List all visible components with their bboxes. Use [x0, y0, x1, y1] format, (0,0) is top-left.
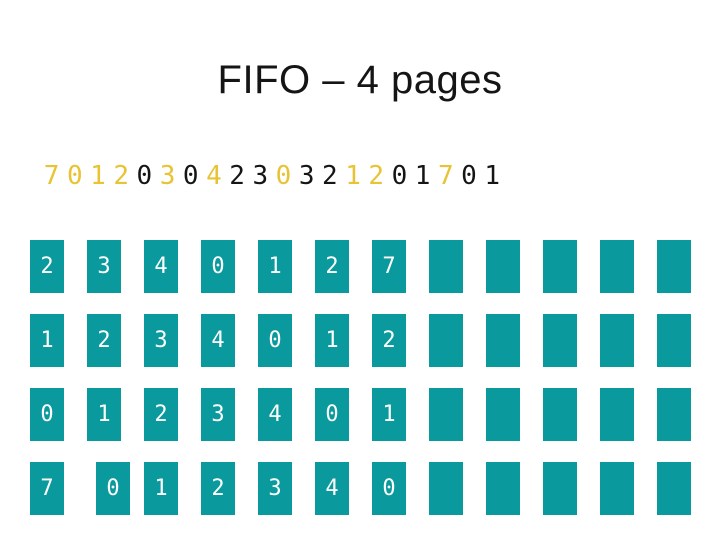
frame-cell-empty: [429, 314, 463, 367]
reference-digit-fault: 2: [368, 161, 385, 191]
frame-cell: 0: [315, 388, 349, 441]
frame-cell: 2: [144, 388, 178, 441]
frame-cell-empty: [600, 388, 634, 441]
frame-cell: 2: [87, 314, 121, 367]
frame-cell: 1: [315, 314, 349, 367]
frame-cell: 2: [372, 314, 406, 367]
frame-cell-empty: [600, 240, 634, 293]
frame-cell: 1: [144, 462, 178, 515]
reference-digit: 1: [484, 161, 500, 191]
reference-digit: 1: [414, 161, 431, 191]
frame-cell: 3: [258, 462, 292, 515]
frame-cell: 1: [258, 240, 292, 293]
frame-cell-empty: [600, 462, 634, 515]
frame-cell: 1: [30, 314, 64, 367]
frame-cell: 3: [144, 314, 178, 367]
frame-cell-empty: [429, 462, 463, 515]
reference-digit-fault: 1: [90, 161, 106, 191]
frame-cell-empty: [600, 314, 634, 367]
frame-cell-empty: [543, 240, 577, 293]
reference-digit: 2: [322, 161, 338, 191]
frame-cell: 4: [201, 314, 235, 367]
frame-cell: 4: [315, 462, 349, 515]
frame-cell: 1: [372, 388, 406, 441]
frame-cell-empty: [543, 314, 577, 367]
frame-cell-empty: [657, 388, 691, 441]
reference-digit: 0: [182, 161, 199, 191]
reference-digit: 0: [461, 161, 477, 191]
frame-cell: 7: [30, 462, 64, 515]
reference-digit-fault: 7: [43, 161, 60, 191]
frame-cell: 0: [258, 314, 292, 367]
reference-digit-fault: 2: [113, 161, 129, 191]
frame-cell: 3: [87, 240, 121, 293]
frame-cell: 2: [315, 240, 349, 293]
frame-cell: 2: [201, 462, 235, 515]
frame-cell: 7: [372, 240, 406, 293]
reference-digit-fault: 3: [159, 161, 176, 191]
reference-digit-fault: 0: [66, 161, 83, 191]
frame-cell-empty: [486, 240, 520, 293]
frame-cell: 0: [30, 388, 64, 441]
frame-cell-empty: [429, 240, 463, 293]
frame-cell-empty: [543, 462, 577, 515]
reference-digit: 3: [298, 161, 315, 191]
frame-cell: 0: [96, 462, 130, 515]
frame-cell-empty: [429, 388, 463, 441]
reference-digit-fault: 7: [437, 161, 454, 191]
frame-cell-empty: [657, 240, 691, 293]
reference-digit-fault: 0: [275, 161, 292, 191]
frame-cell: 4: [258, 388, 292, 441]
frame-cell: 0: [372, 462, 406, 515]
reference-digit: 2: [229, 161, 245, 191]
frame-cell: 3: [201, 388, 235, 441]
frame-cell: 0: [201, 240, 235, 293]
frame-cell-empty: [657, 314, 691, 367]
reference-digit: 0: [136, 161, 153, 191]
reference-digit: 0: [391, 161, 408, 191]
reference-digit: 3: [252, 161, 269, 191]
frame-cell: 4: [144, 240, 178, 293]
reference-digit-fault: 4: [206, 161, 222, 191]
frame-cell-empty: [543, 388, 577, 441]
frame-cell-empty: [486, 314, 520, 367]
frame-cell: 1: [87, 388, 121, 441]
frame-cell-empty: [657, 462, 691, 515]
frame-cell: 2: [30, 240, 64, 293]
slide-title: FIFO – 4 pages: [217, 58, 503, 102]
reference-digit-fault: 1: [345, 161, 361, 191]
frame-cell-empty: [486, 462, 520, 515]
frame-cell-empty: [486, 388, 520, 441]
